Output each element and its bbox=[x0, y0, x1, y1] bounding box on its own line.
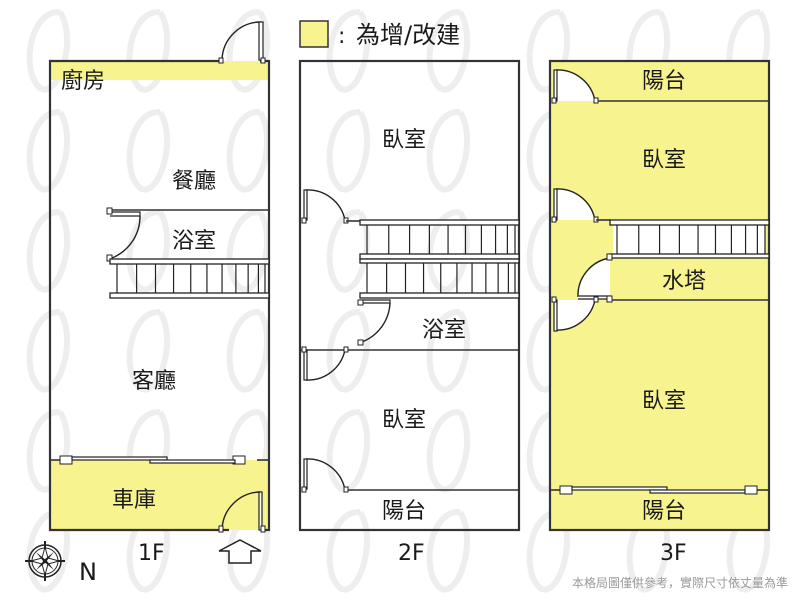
room-label-garage: 車庫 bbox=[112, 488, 156, 513]
watermark-mark bbox=[326, 309, 371, 393]
legend-swatch bbox=[299, 20, 329, 48]
door-balcony-3f-top[interactable] bbox=[551, 69, 599, 104]
watermark-mark bbox=[526, 9, 571, 93]
room-label-bedroom-3f-2: 臥室 bbox=[642, 389, 686, 414]
legend-separator: : bbox=[338, 24, 345, 49]
door-kitchen-top[interactable] bbox=[218, 21, 266, 64]
watermark-mark bbox=[26, 509, 71, 593]
room-label-bathroom-1f: 浴室 bbox=[172, 229, 216, 254]
sliding-door-garage[interactable] bbox=[50, 455, 269, 465]
watermark-mark bbox=[26, 9, 71, 93]
room-label-water-tower: 水塔 bbox=[662, 269, 706, 294]
watermark-mark bbox=[426, 9, 471, 93]
watermark-mark bbox=[326, 409, 371, 493]
floor-3f: 陽台 臥室 水塔 臥室 陽台 3F bbox=[548, 59, 771, 566]
room-label-kitchen: 廚房 bbox=[61, 69, 105, 94]
watermark-mark bbox=[426, 409, 471, 493]
watermark-mark bbox=[26, 409, 71, 493]
addition-area-kitchen bbox=[50, 61, 269, 80]
floor-2f: 臥室 浴室 臥室 陽台 2F bbox=[298, 59, 521, 566]
room-label-balcony-3f-top: 陽台 bbox=[642, 69, 686, 94]
watermark-mark bbox=[426, 309, 471, 393]
watermark-mark bbox=[426, 509, 471, 593]
up-arrow-icon bbox=[218, 539, 262, 564]
watermark-mark bbox=[126, 209, 171, 293]
door-bedroom-3f-top[interactable] bbox=[551, 188, 610, 223]
door-bathroom-2f[interactable] bbox=[357, 299, 391, 346]
staircase-2f bbox=[359, 219, 520, 299]
watermark-mark bbox=[126, 309, 171, 393]
watermark-mark bbox=[126, 9, 171, 93]
watermark-mark bbox=[226, 109, 271, 193]
watermark-mark bbox=[126, 109, 171, 193]
compass-north-label: N bbox=[79, 558, 97, 586]
floor-label-1f: 1F bbox=[138, 541, 165, 566]
room-label-bedroom-2f-1: 臥室 bbox=[382, 128, 426, 153]
compass-rose-icon bbox=[25, 541, 65, 581]
staircase-3f bbox=[609, 219, 770, 259]
legend: : 為增/改建 bbox=[299, 20, 460, 49]
watermark-mark bbox=[26, 309, 71, 393]
room-label-dining: 餐廳 bbox=[172, 169, 216, 194]
watermark-mark bbox=[526, 509, 571, 593]
door-garage-entrance[interactable] bbox=[218, 491, 266, 533]
watermark-mark bbox=[326, 509, 371, 593]
door-balcony-2f[interactable] bbox=[301, 458, 349, 493]
door-bedroom-2f-top[interactable] bbox=[301, 189, 360, 224]
watermark-mark bbox=[326, 109, 371, 193]
room-label-living: 客廳 bbox=[132, 369, 176, 394]
door-bedroom-3f-bottom[interactable] bbox=[551, 296, 599, 332]
floor-label-3f: 3F bbox=[660, 541, 687, 566]
watermark-mark bbox=[26, 209, 71, 293]
sliding-door-balcony-3f[interactable] bbox=[550, 485, 769, 495]
room-label-bedroom-2f-2: 臥室 bbox=[382, 408, 426, 433]
legend-label: 為增/改建 bbox=[356, 21, 460, 49]
watermark-mark bbox=[226, 209, 271, 293]
floor-label-2f: 2F bbox=[398, 541, 425, 566]
floor-1f: 廚房 餐廳 浴室 客廳 車庫 1F bbox=[48, 21, 271, 566]
addition-area-garage bbox=[50, 460, 269, 530]
door-bedroom-2f-bottom[interactable] bbox=[301, 346, 349, 381]
watermark-mark bbox=[226, 9, 271, 93]
door-bathroom-1f[interactable] bbox=[106, 207, 141, 262]
watermark-mark bbox=[326, 9, 371, 93]
disclaimer-text: 本格局圖僅供參考，實際尺寸依丈量為準 bbox=[572, 575, 788, 590]
staircase-1f bbox=[109, 258, 270, 299]
room-label-bathroom-2f: 浴室 bbox=[422, 318, 466, 343]
room-label-balcony-2f: 陽台 bbox=[382, 499, 426, 524]
room-label-bedroom-3f-1: 臥室 bbox=[642, 148, 686, 173]
watermark-mark bbox=[226, 309, 271, 393]
room-label-balcony-3f-bottom: 陽台 bbox=[642, 499, 686, 524]
watermark-mark bbox=[26, 109, 71, 193]
watermark-mark bbox=[426, 109, 471, 193]
